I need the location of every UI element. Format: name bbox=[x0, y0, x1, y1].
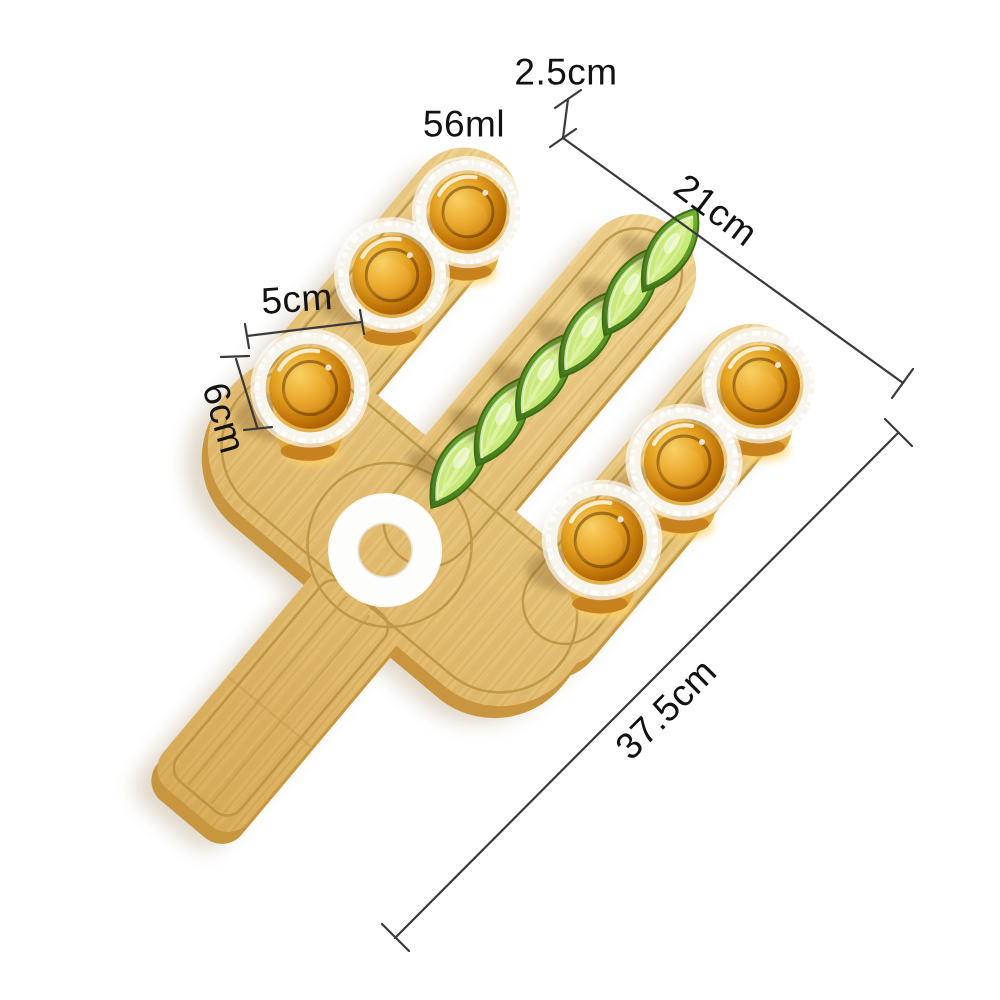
label-glass-diameter: 5cm bbox=[259, 276, 335, 322]
salt-ring bbox=[328, 493, 443, 608]
cactus-board bbox=[0, 75, 836, 961]
dimension-line-board-length bbox=[380, 417, 914, 953]
label-glass-volume: 56ml bbox=[422, 103, 506, 145]
dimension-lines bbox=[219, 88, 915, 953]
label-glass-rim-height: 2.5cm bbox=[514, 51, 618, 93]
dimension-line-board-width bbox=[561, 136, 915, 400]
dimension-line-glass-diameter bbox=[243, 308, 366, 350]
dimension-line-glass-height bbox=[219, 354, 274, 432]
